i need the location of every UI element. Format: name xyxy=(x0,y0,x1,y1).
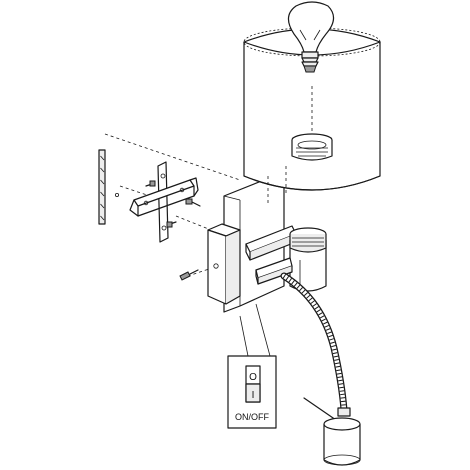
main-socket xyxy=(289,227,327,292)
reading-light-head xyxy=(303,397,361,466)
switch-callout-leader xyxy=(239,303,271,357)
gooseneck xyxy=(280,272,348,414)
reading-light-mount xyxy=(255,257,293,285)
switch-off-symbol: I xyxy=(252,390,255,401)
junction-box xyxy=(207,223,241,305)
screw-icon xyxy=(145,180,156,187)
switch-on-symbol: O xyxy=(249,372,257,383)
switch-callout: O I ON/OFF xyxy=(227,355,277,429)
lamp-arm xyxy=(245,225,297,261)
wall-strip xyxy=(98,149,106,225)
toggle-switch-icon xyxy=(245,365,261,403)
lamp-shade xyxy=(243,27,381,204)
mounting-bracket xyxy=(104,133,241,243)
switch-caption: ON/OFF xyxy=(235,412,269,422)
screw-icon xyxy=(166,221,177,228)
top-socket xyxy=(291,133,333,161)
bulb-icon xyxy=(287,1,335,73)
screw-icon xyxy=(185,198,201,207)
